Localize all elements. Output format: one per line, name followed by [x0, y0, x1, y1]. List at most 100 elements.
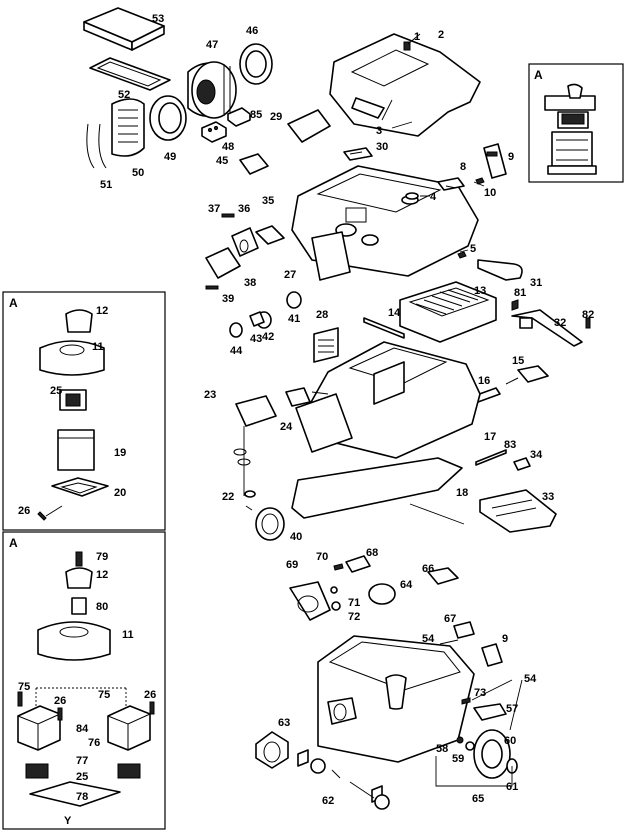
callout-44: 44: [230, 345, 243, 357]
callout-41: 41: [288, 313, 300, 325]
callout-8: 8: [460, 161, 466, 173]
inset-bottom-Y: Y: [64, 815, 72, 827]
callout-68: 68: [366, 547, 378, 559]
callout-45: 45: [216, 155, 228, 167]
callout-59: 59: [452, 753, 464, 765]
inset-bottom-79: 79: [96, 551, 108, 563]
callout-71: 71: [348, 597, 360, 609]
inset-bottom-75b: 75: [98, 689, 110, 701]
callout-62: 62: [322, 795, 334, 807]
inset-frame-right: A: [528, 63, 624, 183]
inset-bottom-77: 77: [76, 755, 88, 767]
callout-63: 63: [278, 717, 290, 729]
callout-2: 2: [438, 29, 444, 41]
svg-text:A: A: [534, 68, 543, 82]
callout-52: 52: [118, 89, 130, 101]
callout-18: 18: [456, 487, 468, 499]
callout-28: 28: [316, 309, 328, 321]
callout-42: 42: [262, 331, 274, 343]
svg-text:A: A: [9, 296, 18, 310]
callout-1: 1: [414, 31, 420, 43]
inset-frame-left-bottom: A: [2, 531, 166, 830]
callout-43: 43: [250, 333, 262, 345]
inset-bottom-11: 11: [122, 629, 134, 641]
callout-39: 39: [222, 293, 234, 305]
callout-67: 67: [444, 613, 456, 625]
callout-36: 36: [238, 203, 250, 215]
callout-83: 83: [504, 439, 516, 451]
callout-17: 17: [484, 431, 496, 443]
inset-bottom-12: 12: [96, 569, 108, 581]
inset-top-26: 26: [18, 505, 30, 517]
callout-16: 16: [478, 375, 490, 387]
inset-bottom-84: 84: [76, 723, 89, 735]
inset-frame-left-top: A: [2, 291, 166, 531]
callout-82: 82: [582, 309, 594, 321]
callout-57: 57: [506, 703, 518, 715]
inset-top-12: 12: [96, 305, 108, 317]
callout-9-lower: 9: [502, 633, 508, 645]
inset-bottom-26b: 26: [144, 689, 156, 701]
callout-37: 37: [208, 203, 220, 215]
callout-34: 34: [530, 449, 543, 461]
callout-50: 50: [132, 167, 144, 179]
callout-54-lower: 54: [524, 673, 537, 685]
callout-31: 31: [530, 277, 542, 289]
inset-bottom-76: 76: [88, 737, 100, 749]
lower-tank: [255, 555, 523, 810]
callout-48: 48: [222, 141, 234, 153]
callout-72: 72: [348, 611, 360, 623]
callout-5: 5: [470, 243, 476, 255]
callout-61: 61: [506, 781, 518, 793]
callout-51: 51: [100, 179, 112, 191]
callout-15: 15: [512, 355, 524, 367]
callout-29: 29: [270, 111, 282, 123]
inset-top-19: 19: [114, 447, 126, 459]
filter-assembly-parts: [83, 7, 273, 169]
callout-35: 35: [262, 195, 274, 207]
callout-33: 33: [542, 491, 554, 503]
callout-60: 60: [504, 735, 516, 747]
svg-text:A: A: [9, 536, 18, 550]
callout-73: 73: [474, 687, 486, 699]
callout-labels: 1 2 3 4 5 8 9 10 13 14 15 16 17 18 22 23…: [18, 13, 594, 827]
inset-top-20: 20: [114, 487, 126, 499]
callout-9: 9: [508, 151, 514, 163]
callout-46: 46: [246, 25, 258, 37]
inset-bottom-26a: 26: [54, 695, 66, 707]
callout-32: 32: [554, 317, 566, 329]
callout-53: 53: [152, 13, 164, 25]
callout-23: 23: [204, 389, 216, 401]
inset-bottom-78: 78: [76, 791, 88, 803]
top-housing: [205, 33, 523, 338]
callout-13: 13: [474, 285, 486, 297]
inset-bottom-80: 80: [96, 601, 108, 613]
callout-40: 40: [290, 531, 302, 543]
callout-3: 3: [376, 125, 382, 137]
callout-27: 27: [284, 269, 296, 281]
callout-58: 58: [436, 743, 448, 755]
callout-54: 54: [422, 633, 435, 645]
callout-22: 22: [222, 491, 234, 503]
inset-top-25: 25: [50, 385, 62, 397]
callout-10: 10: [484, 187, 496, 199]
callout-14: 14: [388, 307, 401, 319]
callout-38: 38: [244, 277, 256, 289]
callout-66: 66: [422, 563, 434, 575]
mid-section: [233, 281, 591, 541]
callout-69: 69: [286, 559, 298, 571]
inset-bottom-25: 25: [76, 771, 88, 783]
callout-24: 24: [280, 421, 293, 433]
callout-81: 81: [514, 287, 526, 299]
callout-4: 4: [430, 191, 437, 203]
callout-85: 85: [250, 109, 262, 121]
callout-47: 47: [206, 39, 218, 51]
callout-30: 30: [376, 141, 388, 153]
callout-70: 70: [316, 551, 328, 563]
callout-49: 49: [164, 151, 176, 163]
callout-65: 65: [472, 793, 484, 805]
callout-64: 64: [400, 579, 413, 591]
inset-bottom-75a: 75: [18, 681, 30, 693]
